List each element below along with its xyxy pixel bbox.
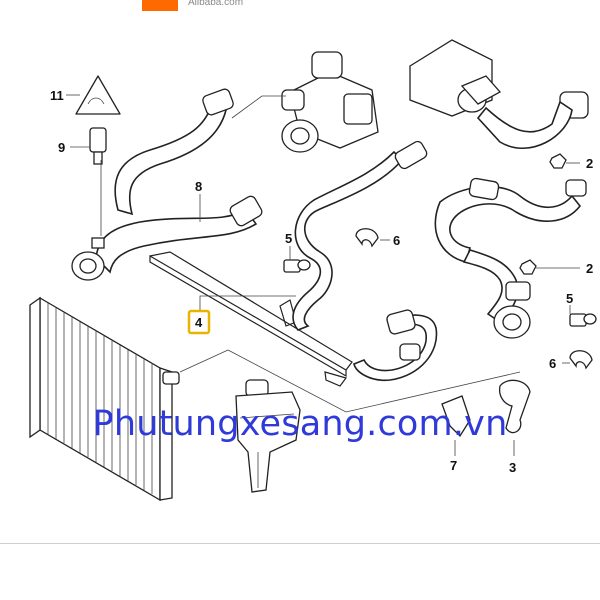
callout-8: 8 <box>195 179 202 194</box>
leader-lines <box>66 94 580 456</box>
nut-2b <box>519 259 537 275</box>
bolt-5b <box>569 313 597 327</box>
callout-7: 7 <box>450 458 457 473</box>
callout-5-right: 5 <box>566 291 573 306</box>
radiator-fins <box>47 303 153 494</box>
callout-5-left: 5 <box>285 231 292 246</box>
temperature-sensor <box>89 127 107 165</box>
callout-11: 11 <box>50 88 64 103</box>
expansion-tank <box>235 379 301 493</box>
callout-3: 3 <box>509 460 516 475</box>
radiator-upper-hose <box>71 88 263 281</box>
source-site-label: Alibaba.com <box>188 0 244 8</box>
callout-9: 9 <box>58 140 65 155</box>
source-banner: Alibaba.com <box>0 0 600 12</box>
highlight-box <box>187 309 211 335</box>
clip-6b <box>569 350 593 370</box>
watermark-text: Phutungxesang.com.vn <box>92 404 508 444</box>
nut-2a <box>549 153 567 169</box>
alibaba-logo-icon <box>142 0 178 11</box>
callout-6-left: 6 <box>393 233 400 248</box>
callout-4: 4 <box>195 315 203 330</box>
valve-bracket <box>409 39 589 149</box>
callout-2-upper: 2 <box>586 156 593 171</box>
bypass-hose <box>292 140 428 331</box>
callout-2-lower: 2 <box>586 261 593 276</box>
thermostat-housing <box>281 51 379 153</box>
warning-label <box>75 75 121 115</box>
footer-divider <box>0 543 600 544</box>
bolt-5a <box>283 259 311 273</box>
clip-6a <box>355 228 379 248</box>
callout-6-right: 6 <box>549 356 556 371</box>
right-hose-assembly <box>434 177 587 339</box>
radiator <box>29 296 180 502</box>
lower-hose <box>353 309 438 382</box>
clamp-7 <box>441 395 471 438</box>
clamp-3 <box>498 379 531 434</box>
